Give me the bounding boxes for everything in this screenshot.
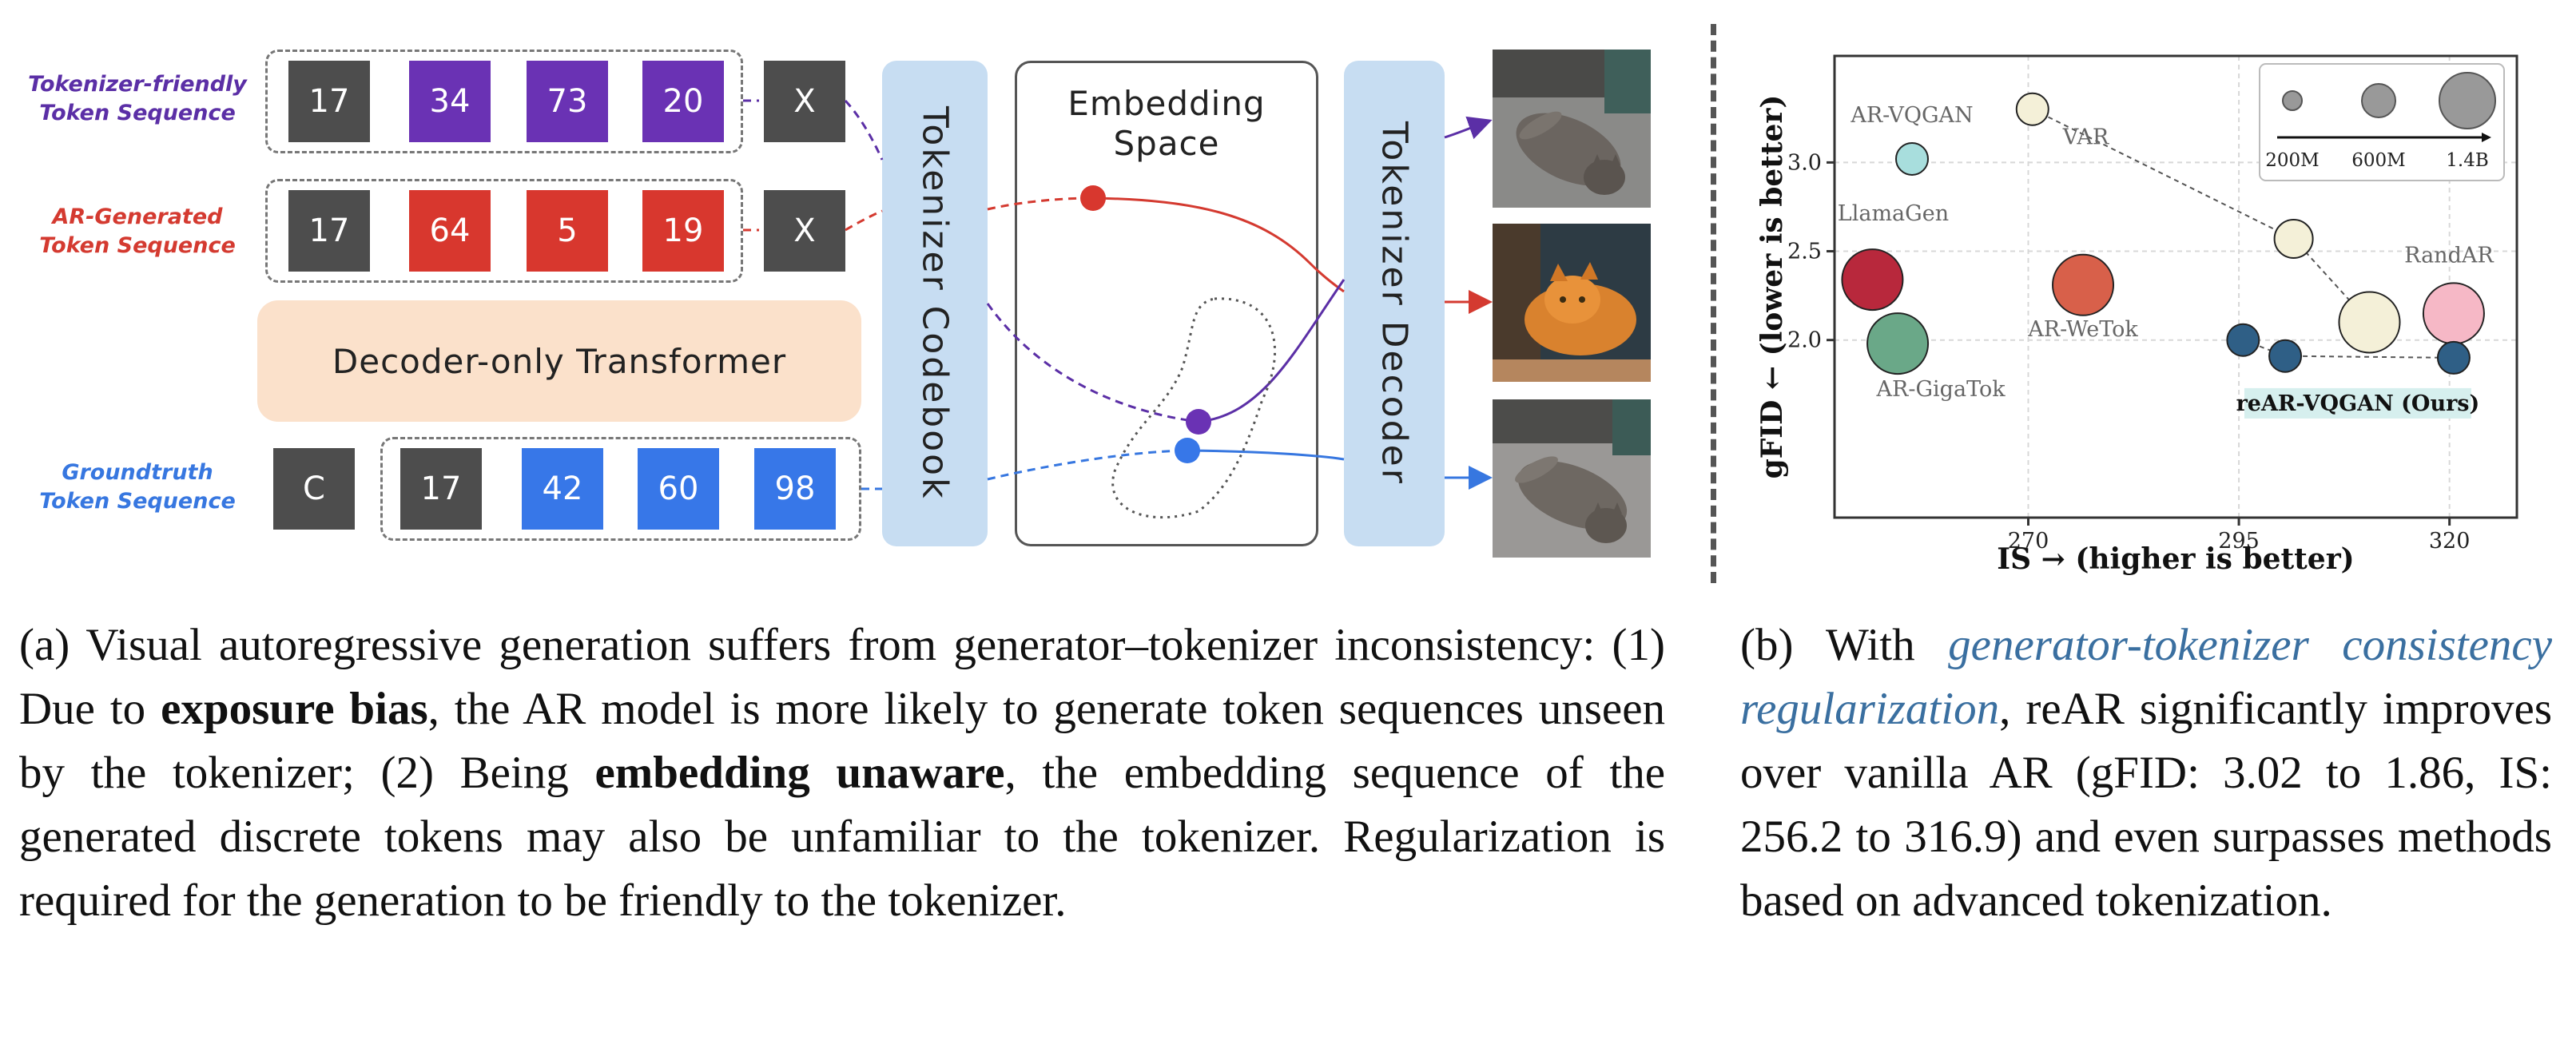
x-axis-label: IS → (higher is better) <box>1997 542 2354 576</box>
dotted-manifold <box>1113 299 1275 518</box>
point-label: VAR <box>2062 125 2109 150</box>
point-label: AR-GigaTok <box>1876 377 2006 402</box>
red-embedding-path <box>988 198 1093 209</box>
blue-embedding-path <box>988 451 1187 479</box>
red-embedding-point <box>1080 185 1106 211</box>
data-point <box>2423 283 2484 343</box>
size-legend-label-200m: 200M <box>2265 150 2319 171</box>
point-label: reAR-VQGAN (Ours) <box>2236 391 2480 416</box>
size-legend-marker-1-4b <box>2439 73 2495 129</box>
y-tick-label: 3.0 <box>1787 150 1822 175</box>
size-legend-label-1-4b: 1.4B <box>2446 150 2488 171</box>
blue-embedding-point <box>1175 438 1200 463</box>
caption-a-bold-exposure-bias: exposure bias <box>161 684 428 734</box>
purple-output-arrow <box>1445 121 1488 137</box>
cat-image-groundtruth <box>1493 399 1651 558</box>
data-point <box>2227 324 2259 356</box>
data-point <box>2339 292 2399 352</box>
point-label: LlamaGen <box>1838 201 1949 226</box>
data-point <box>1896 143 1928 175</box>
point-label: AR-WeTok <box>2027 317 2138 342</box>
data-point <box>1842 249 1902 310</box>
panel-separator <box>1711 24 1716 583</box>
purple-embedding-point <box>1186 409 1211 435</box>
x-tick-label: 320 <box>2429 529 2471 554</box>
point-label: RandAR <box>2404 243 2494 268</box>
purple-embedding-to-decoder <box>1199 280 1344 422</box>
size-legend-marker-200m <box>2283 91 2302 110</box>
size-legend-label-600m: 600M <box>2351 150 2405 171</box>
y-axis-label: gFID ← (lower is better) <box>1755 95 1789 479</box>
data-point <box>2053 255 2113 316</box>
purple-embedding-path <box>988 304 1199 422</box>
caption-a-bold-embedding-unaware: embedding unaware <box>594 748 1004 798</box>
caption-b-text: (b) With <box>1740 620 1948 670</box>
red-embedding-to-decoder <box>1093 198 1344 292</box>
purple-x-to-codebook <box>845 101 882 160</box>
data-point <box>2275 220 2313 258</box>
connector-line-rear <box>2285 356 2454 358</box>
data-point <box>2017 93 2049 125</box>
caption-a: (a) Visual autoregressive generation suf… <box>19 613 1665 933</box>
size-legend: 200M 600M 1.4B <box>2260 64 2504 181</box>
diagram-panel: Tokenizer-friendly Token Sequence AR-Gen… <box>0 0 1694 575</box>
data-point <box>2438 342 2470 374</box>
red-x-to-codebook <box>845 211 882 230</box>
diagram-connectors <box>0 0 1694 575</box>
data-point <box>1867 313 1928 374</box>
y-tick-label: 2.5 <box>1787 240 1822 264</box>
size-legend-marker-600m <box>2362 84 2395 117</box>
y-tick-label: 2.0 <box>1787 328 1822 353</box>
point-label: AR-VQGAN <box>1850 103 1973 128</box>
data-point <box>2269 340 2301 372</box>
cat-image-ar-generated <box>1493 224 1651 382</box>
blue-embedding-to-decoder <box>1187 451 1344 459</box>
caption-b: (b) With generator-tokenizer consistency… <box>1740 613 2552 933</box>
cat-image-tokenizer-friendly <box>1493 50 1651 208</box>
